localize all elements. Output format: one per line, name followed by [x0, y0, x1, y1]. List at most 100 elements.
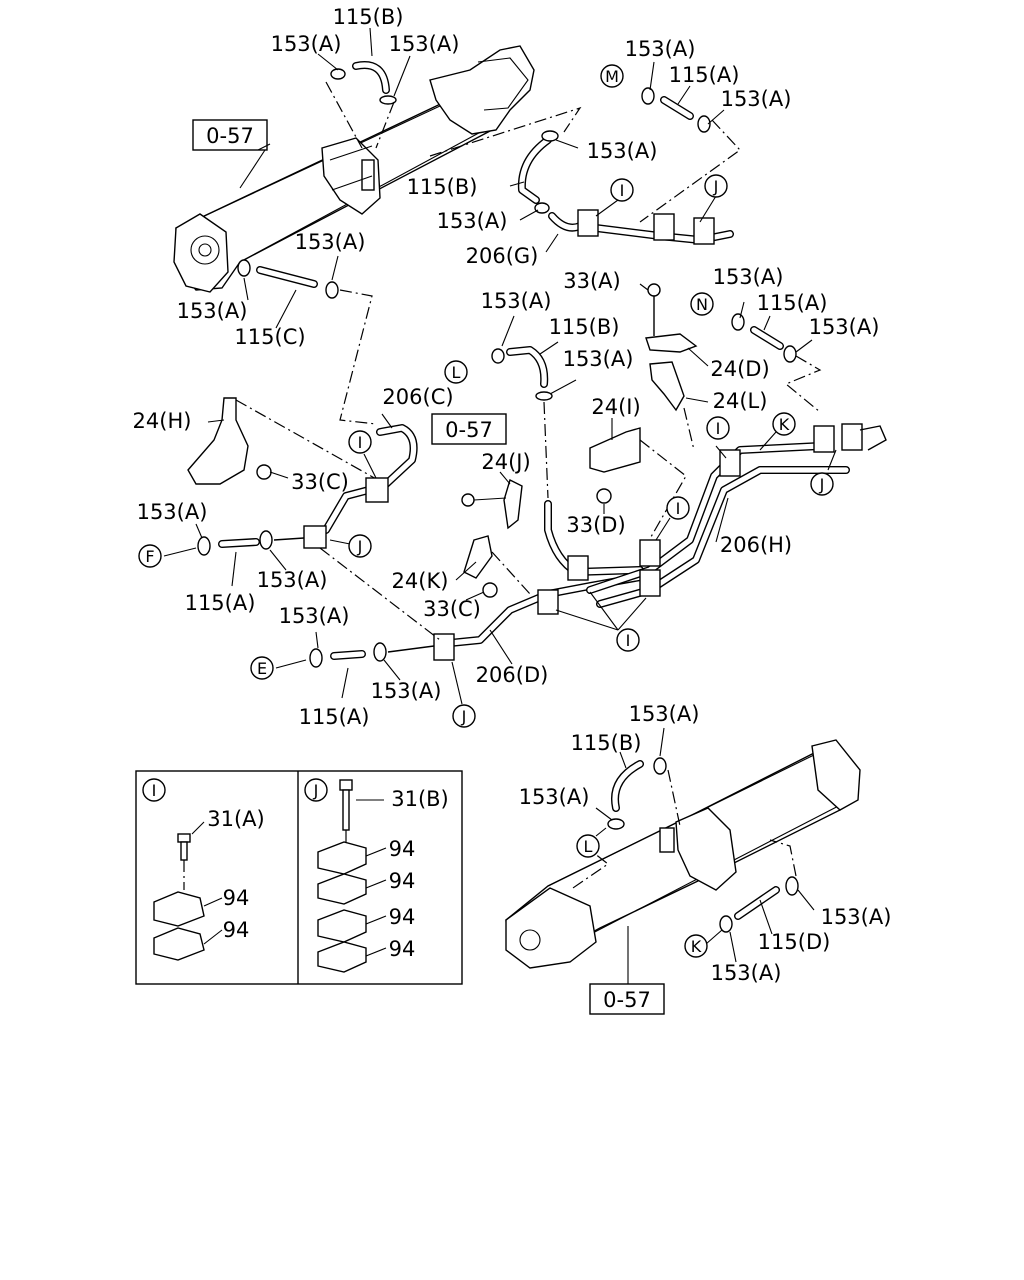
marker-m: M: [600, 64, 624, 88]
marker-l: L: [576, 834, 600, 858]
bracket-24h: [187, 397, 249, 485]
reference-box-label: 0-57: [445, 418, 493, 442]
part-callout-115b: 115(B): [549, 315, 620, 339]
svg-text:M: M: [605, 67, 619, 86]
part-callout-153a: 153(A): [809, 315, 880, 339]
bracket-24d: [645, 333, 698, 353]
marker-i: I: [666, 496, 690, 520]
bolt-33c-lower: [482, 582, 498, 598]
bolt-33d: [596, 488, 612, 504]
svg-text:I: I: [358, 433, 363, 452]
part-callout-153a: 153(A): [295, 230, 366, 254]
svg-text:L: L: [584, 837, 593, 856]
svg-text:K: K: [779, 415, 790, 434]
clip-206h-4: [813, 425, 835, 453]
marker-j: J: [704, 174, 728, 198]
part-callout-206d: 206(D): [476, 663, 549, 687]
part-callout-31b: 31(B): [391, 787, 449, 811]
svg-text:J: J: [313, 781, 319, 800]
marker-l: L: [444, 360, 468, 384]
marker-i: I: [348, 430, 372, 454]
part-callout-206c: 206(C): [382, 385, 453, 409]
svg-text:J: J: [357, 537, 363, 556]
svg-text:I: I: [620, 181, 625, 200]
reference-box-0-57-middle: 0-57: [431, 413, 507, 445]
svg-text:F: F: [145, 547, 154, 566]
clamp-153a-upper: [541, 130, 559, 142]
marker-k: K: [772, 412, 796, 436]
bolt-31b-shank: [342, 789, 350, 831]
marker-j: J: [452, 704, 476, 728]
part-callout-94: 94: [389, 937, 416, 961]
marker-f: F: [138, 544, 162, 568]
part-callout-33a: 33(A): [563, 269, 620, 293]
bolt-31a-shank: [180, 841, 188, 861]
part-callout-24h: 24(H): [133, 409, 192, 433]
part-callout-94: 94: [389, 869, 416, 893]
part-callout-94: 94: [223, 886, 250, 910]
part-callout-115b: 115(B): [407, 175, 478, 199]
clamp-94-j-4: [317, 941, 367, 973]
callout-labels: 115(B)153(A)153(A)153(A)115(A)153(A)153(…: [133, 5, 892, 985]
svg-text:K: K: [691, 937, 702, 956]
part-callout-153a: 153(A): [279, 604, 350, 628]
part-callout-115a: 115(A): [299, 705, 370, 729]
bracket-24k: [463, 535, 493, 579]
part-callout-206h: 206(H): [720, 533, 792, 557]
bolt-33c-upper: [256, 464, 272, 480]
clip-upper-3: [693, 217, 715, 245]
clip-upper-1: [577, 209, 599, 237]
clamp-153a-115c-right: [325, 281, 339, 299]
clamp-153a-l-lower: [535, 391, 553, 401]
svg-text:I: I: [152, 781, 157, 800]
clip-206d-j: [433, 633, 455, 661]
svg-text:J: J: [819, 475, 825, 494]
part-callout-94: 94: [223, 918, 250, 942]
clamp-94-i-upper: [153, 891, 205, 927]
marker-k: K: [684, 934, 708, 958]
clip-206h-1: [639, 539, 661, 567]
clamp-94-j-1: [317, 841, 367, 875]
part-callout-206g: 206(G): [466, 244, 539, 268]
reference-box-label: 0-57: [206, 124, 254, 148]
part-callout-24d: 24(D): [710, 357, 769, 381]
egr-cooler-lower: [505, 739, 861, 969]
clamp-153a-lower-l: [607, 818, 625, 830]
part-callout-153a: 153(A): [271, 32, 342, 56]
bracket-24i: [589, 427, 641, 473]
bracket-24j: [503, 479, 523, 530]
part-callout-153a: 153(A): [713, 265, 784, 289]
clamp-153a-n: [731, 313, 745, 331]
part-callout-24i: 24(I): [591, 395, 640, 419]
part-callout-153a: 153(A): [389, 32, 460, 56]
detail-inset-i: [153, 833, 205, 961]
clamp-153a-115d-right: [785, 876, 799, 896]
reference-box-0-57-upper-left: 0-57: [192, 119, 268, 151]
marker-i: I: [142, 778, 166, 802]
part-callout-153a: 153(A): [481, 289, 552, 313]
clamp-153a-lower-top: [653, 757, 667, 775]
clamp-153a-top-right: [379, 95, 397, 105]
part-callout-115a: 115(A): [669, 63, 740, 87]
marker-j: J: [348, 534, 372, 558]
clamp-94-j-3: [317, 909, 367, 943]
clamp-153a-115d-left: [719, 915, 733, 933]
clamp-153a-115c-left: [237, 259, 251, 277]
bolt-33a: [647, 283, 661, 297]
part-callout-33c: 33(C): [423, 597, 481, 621]
clamp-153a-top-left: [330, 68, 346, 80]
clamp-153a-l: [491, 348, 505, 364]
part-callout-153a: 153(A): [625, 37, 696, 61]
clip-j-left: [303, 525, 327, 549]
part-callout-115c: 115(C): [234, 325, 305, 349]
svg-text:L: L: [452, 363, 461, 382]
part-callout-24l: 24(L): [713, 389, 768, 413]
part-callout-153a: 153(A): [371, 679, 442, 703]
bolt-31a-head: [177, 833, 191, 843]
svg-text:I: I: [626, 631, 631, 650]
marker-j: J: [810, 472, 834, 496]
marker-e: E: [250, 656, 274, 680]
part-callout-24k: 24(K): [392, 569, 449, 593]
clamp-153a-m: [641, 87, 655, 105]
